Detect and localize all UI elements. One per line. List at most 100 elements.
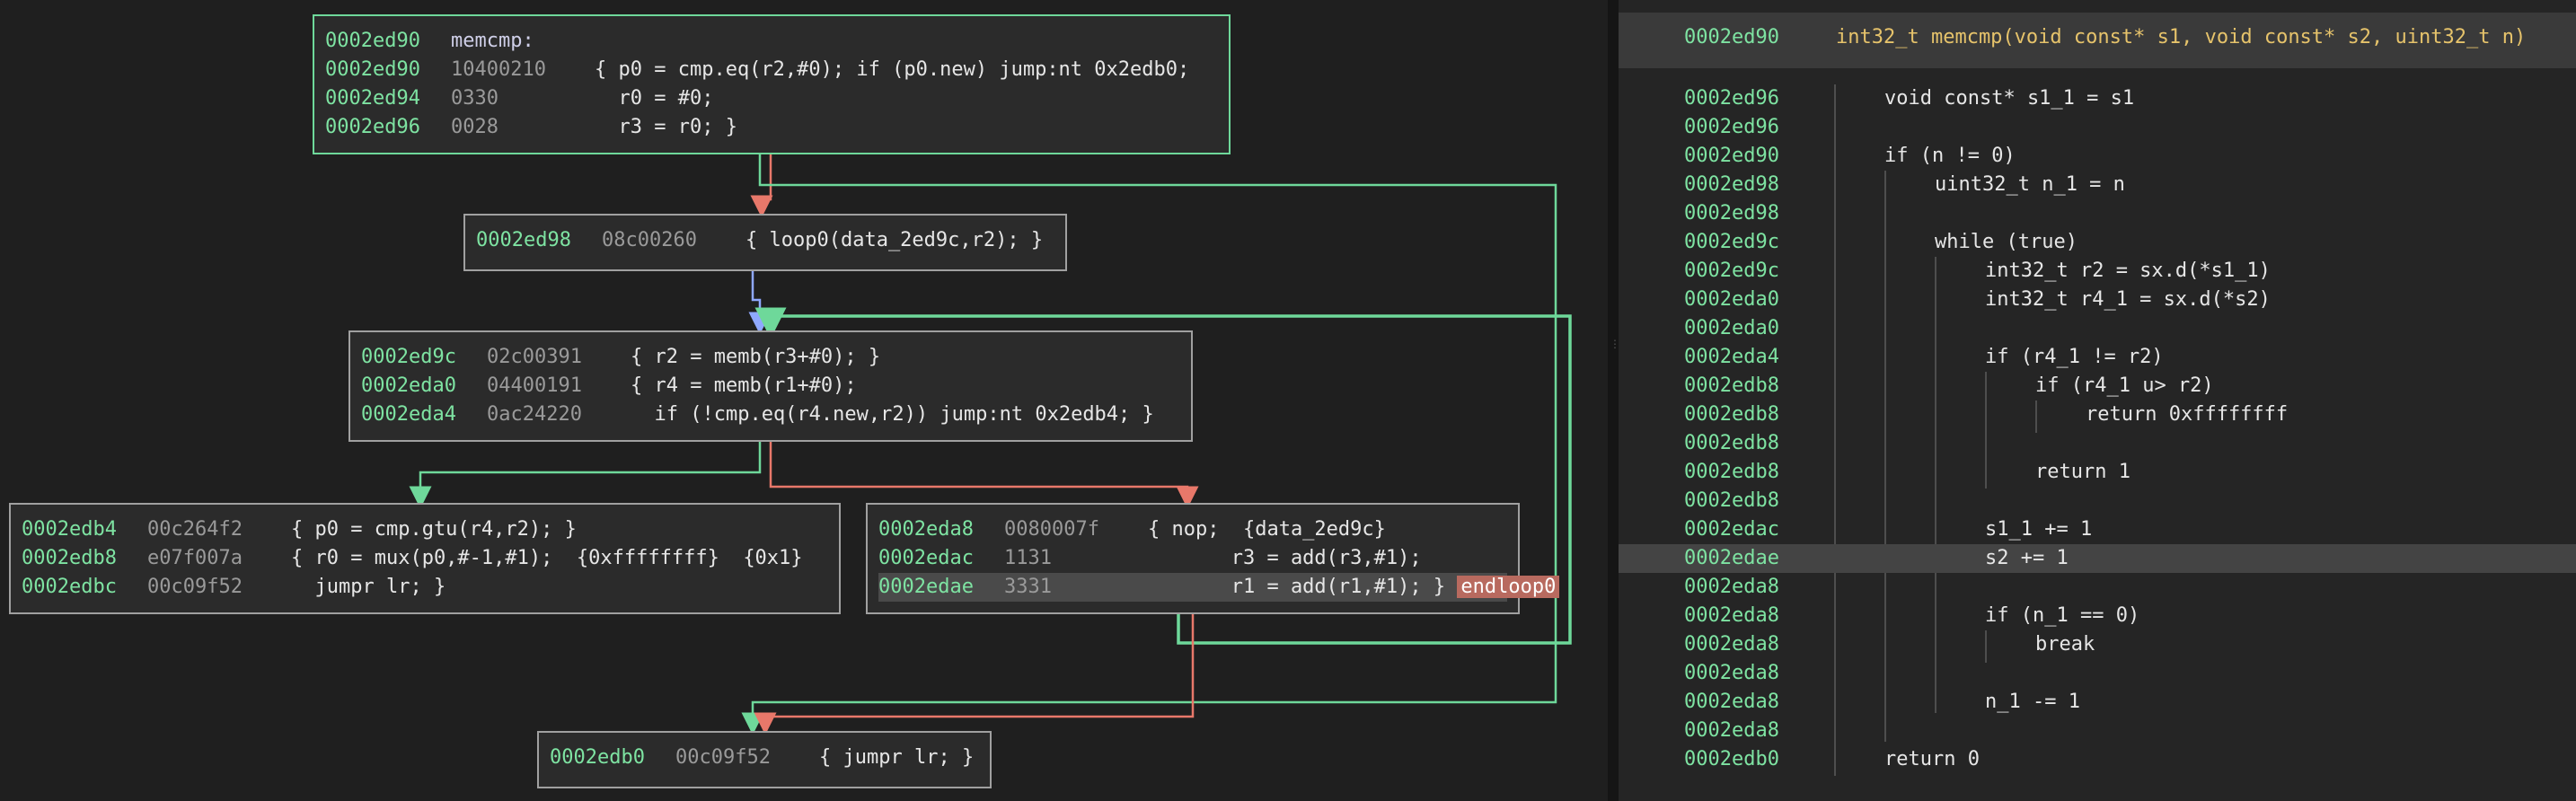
hlil-line[interactable]: 0002eda8 [1619, 573, 2576, 602]
hlil-line[interactable]: 0002edb8 [1619, 487, 2576, 515]
instr-addr[interactable]: 0002ed9c [361, 346, 456, 368]
line-code[interactable]: s2 += 1 [1985, 547, 2069, 569]
signature-addr[interactable]: 0002ed90 [1684, 26, 1779, 48]
function-label[interactable]: memcmp: [451, 30, 534, 52]
line-addr[interactable]: 0002ed9c [1684, 260, 1779, 282]
instr-text[interactable]: if (!cmp.eq(r4.new,r2)) jump:nt 0x2edb4;… [631, 403, 1154, 426]
hlil-line[interactable]: 0002eda0 int32_t r4_1 = sx.d(*s2) [1619, 286, 2576, 314]
function-signature-bar[interactable]: 0002ed90 int32_t memcmp(void const* s1, … [1619, 13, 2576, 68]
hlil-line[interactable]: 0002edac s1_1 += 1 [1619, 515, 2576, 544]
hlil-line-selected[interactable]: 0002edae s2 += 1 [1619, 544, 2576, 573]
instr-addr[interactable]: 0002edac [878, 547, 974, 569]
line-addr[interactable]: 0002eda4 [1684, 346, 1779, 368]
instr-text[interactable]: { r0 = mux(p0,#-1,#1); {0xffffffff} {0x1… [291, 547, 803, 569]
instr-text[interactable]: r3 = add(r3,#1); [1148, 547, 1422, 569]
line-code[interactable]: uint32_t n_1 = n [1935, 173, 2125, 196]
instr-addr[interactable]: 0002edae [878, 576, 974, 598]
instr-text[interactable]: { p0 = cmp.eq(r2,#0); if (p0.new) jump:n… [595, 58, 1190, 81]
line-code[interactable]: if (n != 0) [1884, 145, 2016, 167]
instr-addr[interactable]: 0002eda4 [361, 403, 456, 426]
hlil-line[interactable]: 0002eda8 if (n_1 == 0) [1619, 602, 2576, 630]
line-addr[interactable]: 0002ed96 [1684, 116, 1779, 138]
instr-addr[interactable]: 0002ed98 [476, 229, 571, 251]
pane-splitter[interactable] [1608, 0, 1619, 801]
endloop-tag[interactable]: endloop0 [1457, 576, 1560, 598]
hlil-line[interactable]: 0002ed96 [1619, 113, 2576, 142]
line-code[interactable]: int32_t r4_1 = sx.d(*s2) [1985, 288, 2271, 311]
hlil-line[interactable]: 0002edb0 return 0 [1619, 745, 2576, 774]
line-code[interactable]: break [2035, 633, 2095, 656]
hlil-line[interactable]: 0002ed96 void const* s1_1 = s1 [1619, 84, 2576, 113]
hlil-line[interactable]: 0002edb8 if (r4_1 u> r2) [1619, 372, 2576, 400]
instr-text[interactable]: r1 = add(r1,#1); } [1148, 576, 1446, 598]
line-addr[interactable]: 0002ed9c [1684, 231, 1779, 253]
instr-addr[interactable]: 0002edb0 [550, 746, 645, 769]
instr-addr[interactable]: 0002ed90 [325, 58, 420, 81]
instr-addr[interactable]: 0002edbc [22, 576, 117, 598]
line-addr[interactable]: 0002eda8 [1684, 633, 1779, 656]
line-addr[interactable]: 0002edb8 [1684, 489, 1779, 512]
line-addr[interactable]: 0002edb8 [1684, 403, 1779, 426]
instr-text[interactable]: { p0 = cmp.gtu(r4,r2); } [291, 518, 577, 541]
line-addr[interactable]: 0002edac [1684, 518, 1779, 541]
hlil-line[interactable]: 0002edb8 [1619, 429, 2576, 458]
line-code[interactable]: if (r4_1 u> r2) [2035, 374, 2214, 397]
hlil-line[interactable]: 0002eda0 [1619, 314, 2576, 343]
line-addr[interactable]: 0002edb8 [1684, 432, 1779, 454]
line-addr[interactable]: 0002edb0 [1684, 748, 1779, 770]
line-code[interactable]: if (n_1 == 0) [1985, 604, 2140, 627]
hlil-line[interactable]: 0002ed98 [1619, 199, 2576, 228]
line-addr[interactable]: 0002eda8 [1684, 662, 1779, 684]
hlil-line[interactable]: 0002ed90 if (n != 0) [1619, 142, 2576, 171]
line-addr[interactable]: 0002eda8 [1684, 604, 1779, 627]
instr-addr[interactable]: 0002ed94 [325, 87, 420, 110]
line-addr[interactable]: 0002eda0 [1684, 288, 1779, 311]
instr-text[interactable]: { loop0(data_2ed9c,r2); } [745, 229, 1044, 251]
splitter-grip-icon[interactable]: ⋮ [1610, 338, 1620, 350]
line-addr[interactable]: 0002eda8 [1684, 576, 1779, 598]
line-addr[interactable]: 0002ed98 [1684, 202, 1779, 224]
line-addr[interactable]: 0002edb8 [1684, 374, 1779, 397]
instr-text[interactable]: { r2 = memb(r3+#0); } [631, 346, 881, 368]
hlil-view[interactable]: 0002ed90 int32_t memcmp(void const* s1, … [1619, 0, 2576, 801]
instr-addr[interactable]: 0002ed96 [325, 116, 420, 138]
hlil-line[interactable]: 0002eda8 [1619, 717, 2576, 745]
line-addr[interactable]: 0002eda0 [1684, 317, 1779, 339]
instr-text[interactable]: { nop; {data_2ed9c} [1148, 518, 1386, 541]
line-code[interactable]: return 0 [1884, 748, 1980, 770]
line-addr[interactable]: 0002edb8 [1684, 461, 1779, 483]
line-code[interactable]: void const* s1_1 = s1 [1884, 87, 2135, 110]
hlil-line[interactable]: 0002eda8 break [1619, 630, 2576, 659]
hlil-line[interactable]: 0002eda4 if (r4_1 != r2) [1619, 343, 2576, 372]
hlil-line[interactable]: 0002eda8 [1619, 659, 2576, 688]
hlil-line[interactable]: 0002edb8 return 1 [1619, 458, 2576, 487]
block-label-addr[interactable]: 0002ed90 [325, 30, 420, 52]
line-code[interactable]: s1_1 += 1 [1985, 518, 2093, 541]
instr-text[interactable]: r0 = #0; [595, 87, 714, 110]
line-addr[interactable]: 0002ed90 [1684, 145, 1779, 167]
line-code[interactable]: return 1 [2035, 461, 2130, 483]
line-code[interactable]: if (r4_1 != r2) [1985, 346, 2164, 368]
instr-text[interactable]: jumpr lr; } [291, 576, 446, 598]
line-addr[interactable]: 0002ed96 [1684, 87, 1779, 110]
line-addr[interactable]: 0002edae [1684, 547, 1779, 569]
